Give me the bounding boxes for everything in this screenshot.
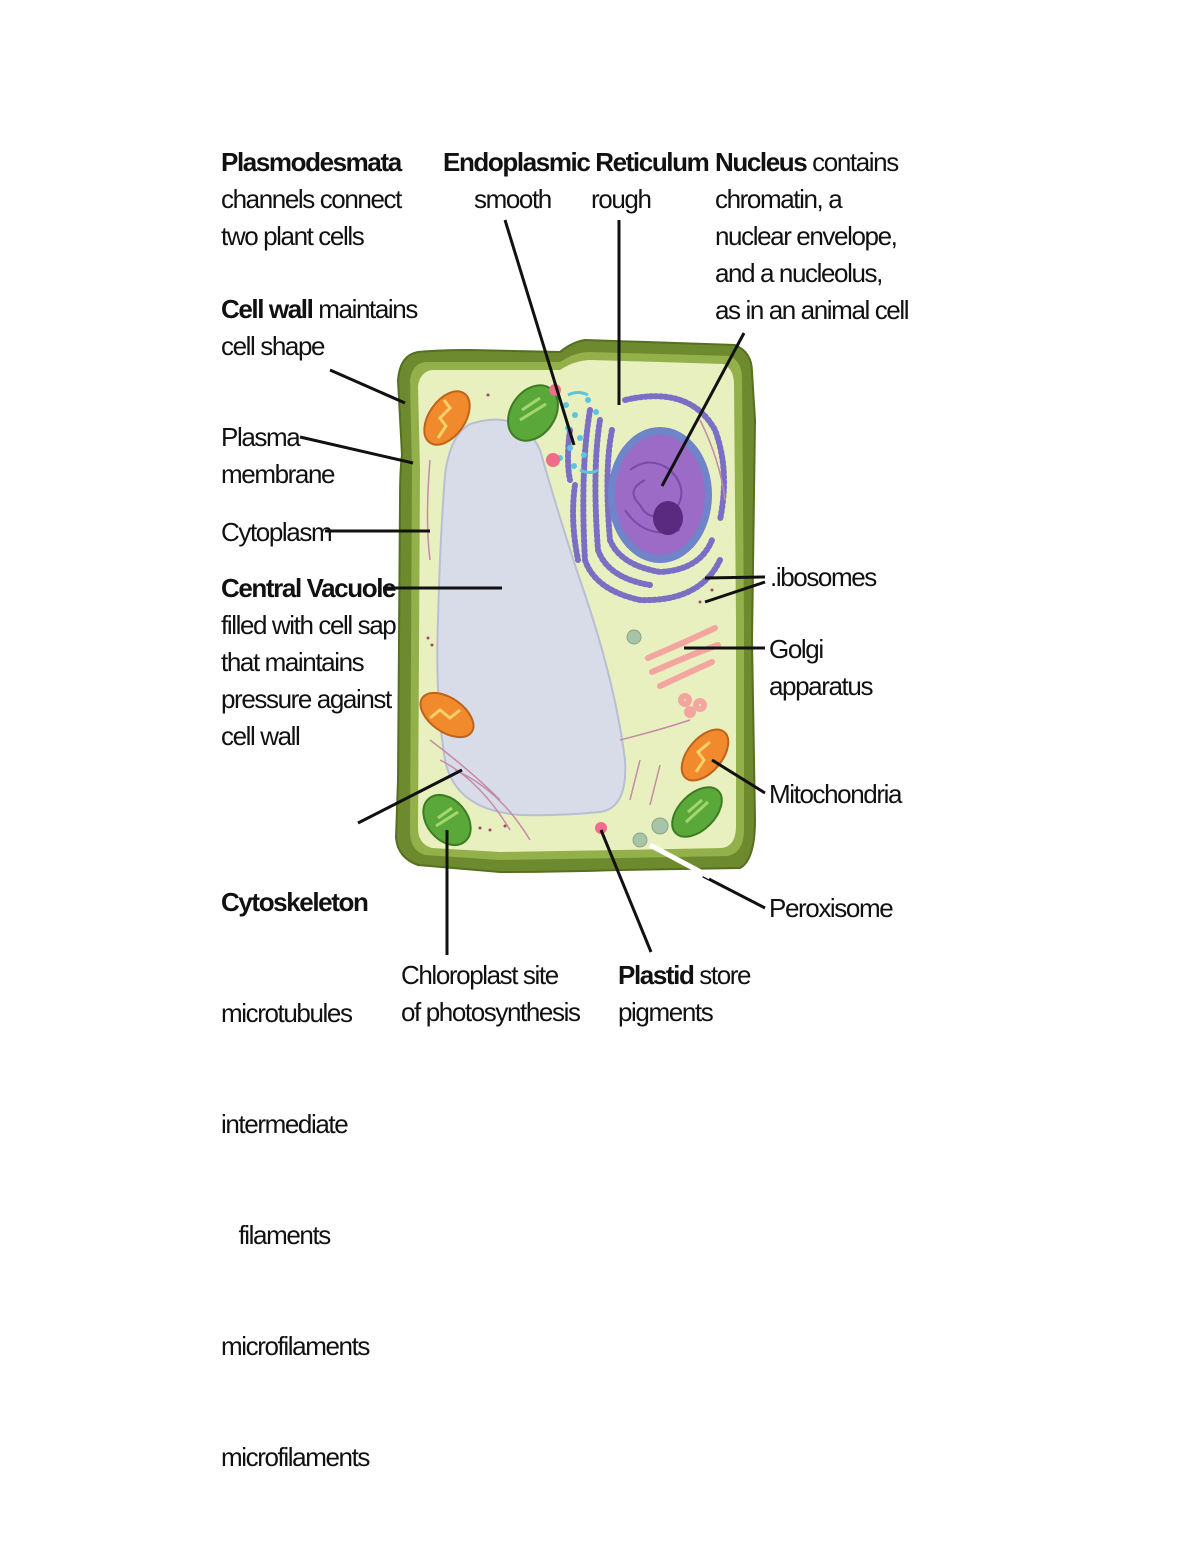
leader-mitochondria <box>711 758 766 795</box>
label-golgi: Golgi apparatus <box>769 631 873 705</box>
label-golgi-line-2: apparatus <box>769 671 873 701</box>
label-nucleus-line-3: and a nucleolus, <box>715 258 883 288</box>
leader-plasma-membrane <box>299 435 414 465</box>
label-ribosomes: .ibosomes <box>770 562 877 592</box>
leader-nucleus <box>660 332 746 487</box>
label-central-vacuole: Central Vacuole filled with cell sap tha… <box>221 570 397 755</box>
label-central-vacuole-line-3: pressure against <box>221 684 392 714</box>
leader-plastid <box>599 829 653 953</box>
label-chloroplast-line-1: Chloroplast site <box>401 960 559 990</box>
nucleus <box>608 427 712 563</box>
label-endoplasmic-reticulum: Endoplasmic Reticulum <box>443 144 710 181</box>
label-plasmodesmata-title: Plasmodesmata <box>221 147 402 177</box>
label-er-title: Endoplasmic Reticulum <box>443 147 710 177</box>
label-cell-wall-title: Cell wall <box>221 294 314 324</box>
label-central-vacuole-line-2: that maintains <box>221 647 365 677</box>
ribosome-dots <box>426 393 714 832</box>
central-vacuole <box>436 418 627 817</box>
label-golgi-line-1: Golgi <box>769 634 824 664</box>
label-nucleus-rest: contains <box>806 147 899 177</box>
label-cytoskeleton-line-2: intermediate <box>221 1109 349 1139</box>
leader-ribosomes-b <box>704 580 766 604</box>
label-er-smooth: smooth <box>474 184 552 214</box>
label-er-rough: rough <box>591 184 652 214</box>
label-plasma-membrane-line-1: Plasma <box>221 422 301 452</box>
label-central-vacuole-line-4: cell wall <box>221 721 301 751</box>
label-cytoplasm: Cytoplasm <box>221 517 333 547</box>
label-plasmodesmata-line-2: two plant cells <box>221 221 365 251</box>
label-cytoskeleton-line-3: filaments <box>221 1220 331 1250</box>
label-plasma-membrane: Plasma membrane <box>221 419 335 493</box>
chloroplasts <box>422 384 723 847</box>
label-chloroplast: Chloroplast site of photosynthesis <box>401 957 581 1031</box>
leader-peroxisome-highlight <box>648 842 712 880</box>
label-plastid-line-1: pigments <box>618 997 714 1027</box>
label-nucleus-line-2: nuclear envelope, <box>715 221 898 251</box>
label-peroxisome: Peroxisome <box>769 893 894 923</box>
leader-lines <box>299 219 766 955</box>
leader-smooth-er <box>503 219 576 446</box>
label-cytoskeleton-line-1: microtubules <box>221 998 353 1028</box>
label-nucleus: Nucleus contains chromatin, a nuclear en… <box>715 144 910 329</box>
label-plastid: Plastid store pigments <box>618 957 751 1031</box>
label-nucleus-line-1: chromatin, a <box>715 184 843 214</box>
label-nucleus-title: Nucleus <box>715 147 808 177</box>
label-mitochondria: Mitochondria <box>769 779 902 809</box>
label-chloroplast-line-2: of photosynthesis <box>401 997 581 1027</box>
label-central-vacuole-line-1: filled with cell sap <box>221 610 397 640</box>
label-cytoskeleton-line-4: microfilaments <box>221 1331 370 1361</box>
label-nucleus-line-4: as in an animal cell <box>715 295 910 325</box>
mitochondria <box>419 390 730 782</box>
leader-cell-wall <box>329 368 406 405</box>
label-cell-wall-rest: maintains <box>312 294 418 324</box>
label-plasmodesmata-line-1: channels connect <box>221 184 402 214</box>
leader-peroxisome <box>702 874 766 910</box>
label-plastid-rest: store <box>693 960 751 990</box>
leader-ribosomes-a <box>704 575 766 580</box>
label-cell-wall: Cell wall maintains cell shape <box>221 291 418 365</box>
nucleolus <box>653 501 683 535</box>
label-cell-wall-line-1: cell shape <box>221 331 325 361</box>
label-central-vacuole-title: Central Vacuole <box>221 573 396 603</box>
label-plasma-membrane-line-2: membrane <box>221 459 335 489</box>
label-cytoskeleton: Cytoskeleton microtubules intermediate f… <box>221 810 370 1513</box>
label-cytoskeleton-title: Cytoskeleton <box>221 887 369 917</box>
cytoskeleton-fibers <box>426 419 726 841</box>
leader-cytoskeleton <box>357 768 463 825</box>
label-cytoskeleton-line-5: microfilaments <box>221 1442 370 1472</box>
label-plasmodesmata: Plasmodesmata channels connect two plant… <box>221 144 402 255</box>
label-plastid-title: Plastid <box>618 960 695 990</box>
peroxisomes <box>626 629 669 848</box>
